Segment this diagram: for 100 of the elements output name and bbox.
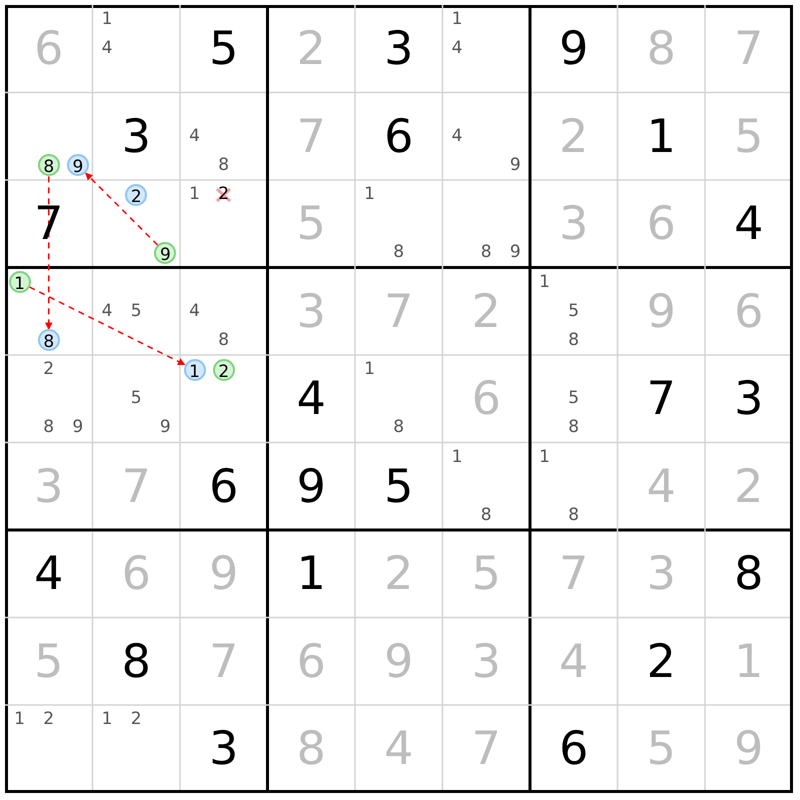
candidate-digit: 5 (130, 387, 143, 410)
solved-digit: 6 (296, 632, 327, 690)
candidate-digit: 4 (188, 124, 201, 148)
solved-digit: 4 (383, 720, 414, 777)
given-digit: 7 (646, 370, 677, 427)
candidate-digit: 9 (508, 241, 522, 264)
given-digit: 5 (208, 20, 240, 77)
solved-digit: 6 (733, 282, 764, 340)
solved-digit: 4 (646, 458, 677, 514)
candidate-digit: 1 (100, 8, 114, 31)
solved-digit: 7 (296, 108, 327, 164)
candidate-digit: 8 (480, 241, 493, 264)
solved-digit: 3 (470, 632, 502, 690)
solved-digit: 6 (470, 370, 502, 427)
candidate-digit: 9 (71, 416, 84, 440)
solved-digit: 8 (646, 20, 677, 77)
given-digit: 5 (383, 458, 414, 514)
solved-digit: 1 (733, 632, 764, 690)
candidate-digit: 8 (567, 504, 580, 527)
solved-digit: 2 (558, 108, 590, 164)
given-digit: 3 (383, 20, 414, 77)
candidate-digit: 1 (100, 708, 114, 731)
candidate-digit: 5 (567, 387, 580, 410)
candidate-digit: 2 (130, 708, 143, 731)
given-digit: 3 (208, 720, 240, 777)
candidate-digit: 1 (538, 270, 551, 294)
solved-digit: 9 (383, 632, 414, 690)
solved-digit: 2 (470, 282, 502, 340)
solved-digit: 6 (33, 20, 64, 77)
given-digit: 3 (733, 370, 764, 427)
candidate-digit: 4 (450, 124, 464, 148)
solved-digit: 7 (733, 20, 764, 77)
candidate-digit: 4 (100, 300, 114, 323)
solved-digit: 7 (120, 458, 152, 514)
circled-candidate: 9 (154, 242, 176, 264)
solved-digit: 7 (383, 282, 414, 340)
solved-digit: 9 (733, 720, 764, 777)
solved-digit: 9 (208, 545, 240, 602)
candidate-digit: 2 (42, 708, 56, 731)
candidate-digit: 8 (392, 416, 406, 440)
circled-candidate: 2 (125, 184, 148, 206)
arrow (85, 172, 158, 246)
candidate-digit: 1 (13, 708, 26, 731)
solved-digit: 5 (733, 108, 764, 164)
candidate-digit: 8 (217, 328, 230, 352)
solved-digit: 5 (646, 720, 677, 777)
candidate-digit: 8 (217, 154, 230, 177)
given-digit: 4 (296, 370, 327, 427)
given-digit: 1 (646, 108, 677, 164)
given-digit: 2 (646, 632, 677, 690)
candidate-digit: 1 (188, 183, 201, 206)
candidate-digit: 4 (188, 300, 201, 323)
given-digit: 9 (296, 458, 327, 514)
arrow (45, 176, 52, 330)
solved-digit: 4 (558, 632, 590, 690)
solved-digit: 3 (558, 195, 590, 252)
candidate-digit: 1 (363, 183, 376, 206)
candidate-digit: 4 (100, 37, 114, 60)
solved-digit: 3 (646, 545, 677, 602)
given-digit: 4 (33, 545, 64, 602)
solved-digit: 3 (296, 282, 327, 340)
given-digit: 9 (558, 20, 590, 77)
circled-candidate: 8 (38, 154, 60, 176)
given-digit: 4 (733, 195, 764, 252)
given-digit: 6 (208, 458, 240, 514)
solved-digit: 5 (470, 545, 502, 602)
candidate-digit: 4 (450, 37, 464, 60)
candidate-digit: 8 (567, 328, 580, 352)
given-digit: 7 (33, 195, 64, 252)
solved-digit: 6 (646, 195, 677, 252)
solved-digit: 8 (296, 720, 327, 777)
given-digit: 8 (733, 545, 764, 602)
solved-digit: 5 (33, 632, 64, 690)
candidate-digit: 2 (42, 358, 56, 381)
solved-digit: 7 (208, 632, 240, 690)
given-digit: 6 (383, 108, 414, 164)
solved-digit: 9 (646, 282, 677, 340)
circled-candidate: 8 (38, 329, 60, 352)
solved-digit: 6 (120, 545, 152, 602)
solved-digit: 7 (470, 720, 502, 777)
candidate-digit: 8 (567, 416, 580, 440)
given-digit: 8 (120, 632, 152, 690)
circled-candidate: 9 (66, 154, 89, 176)
given-digit: 3 (120, 108, 152, 164)
solved-digit: 2 (383, 545, 414, 602)
candidate-digit: 1 (538, 446, 551, 468)
circled-candidate: 1 (8, 271, 31, 294)
candidate-digit: 8 (480, 504, 493, 527)
candidate-digit: 9 (158, 416, 172, 440)
circled-candidate: 2 (212, 358, 235, 381)
solved-digit: 7 (558, 545, 590, 602)
candidate-digit: 5 (567, 300, 580, 323)
candidate-digit: 5 (130, 300, 143, 323)
given-digit: 1 (296, 545, 327, 602)
solved-digit: 3 (33, 458, 64, 514)
candidate-digit: 8 (42, 416, 56, 440)
solved-digit: 5 (296, 195, 327, 252)
given-digit: 6 (558, 720, 590, 777)
arrow (29, 286, 186, 366)
solved-digit: 2 (296, 20, 327, 77)
